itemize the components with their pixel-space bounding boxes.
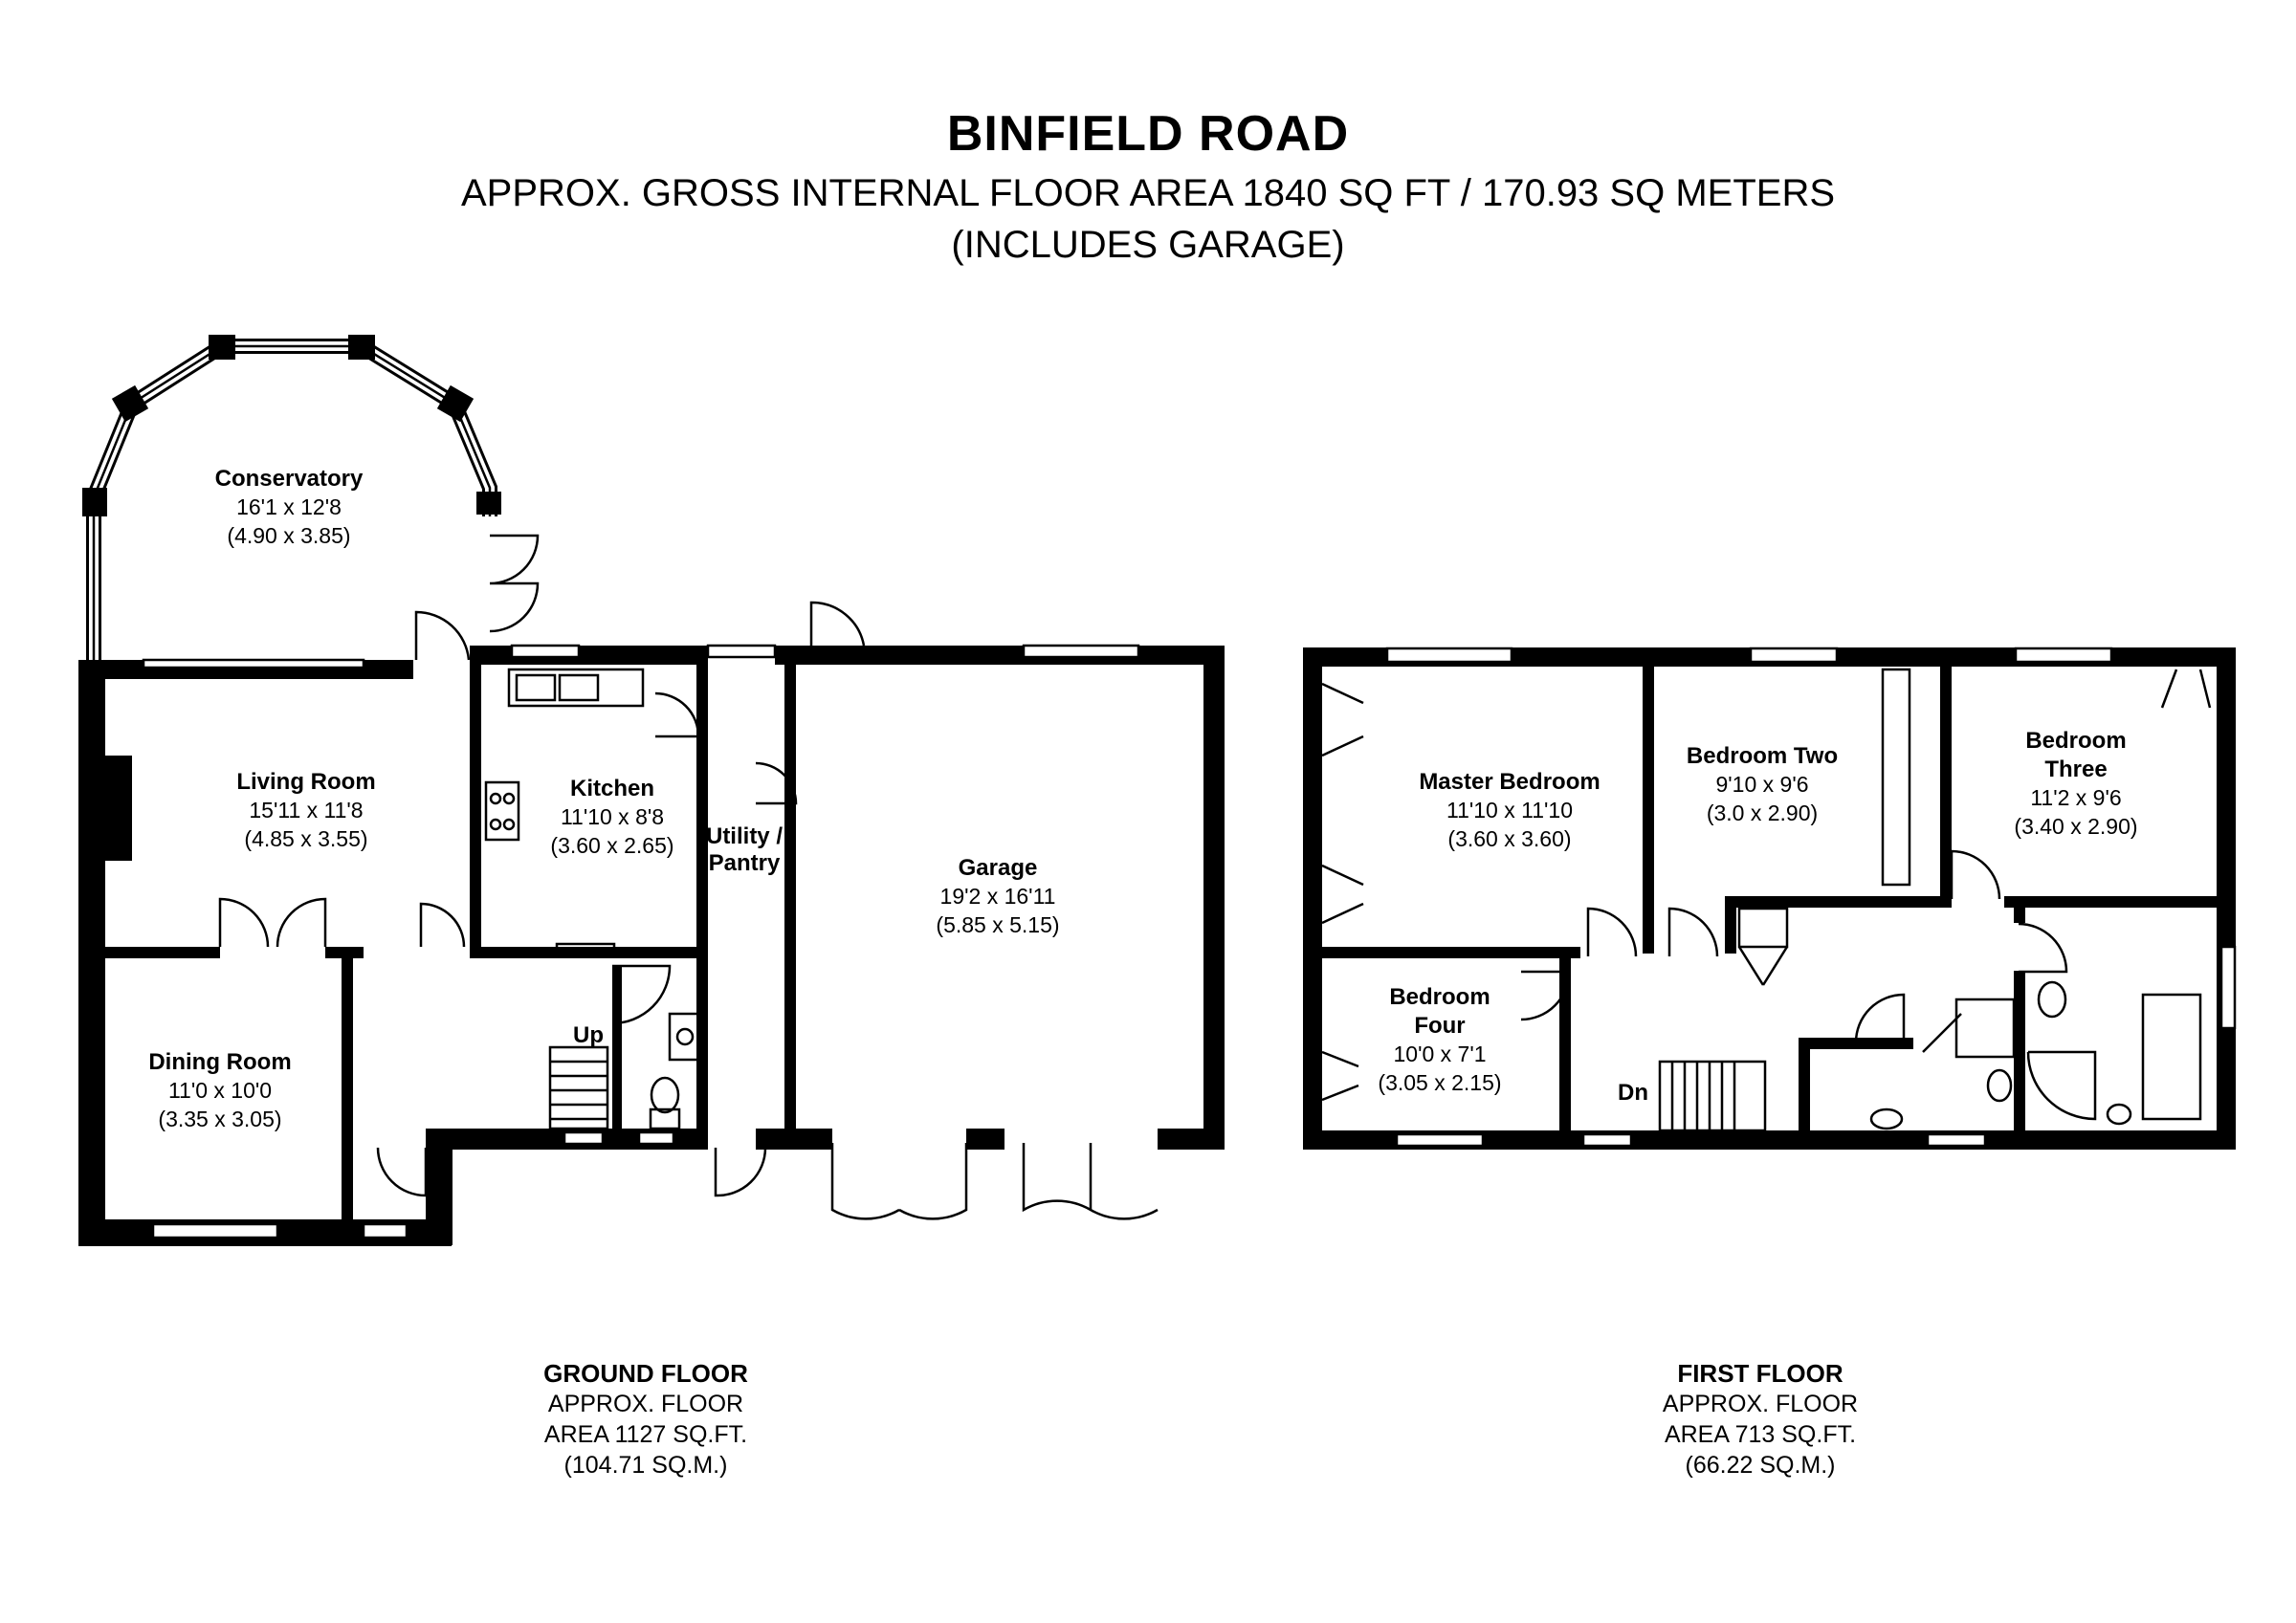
first-floor-windows: [1385, 647, 2237, 1148]
ground-floor-area-line1: APPROX. FLOOR: [547, 1391, 744, 1417]
bedroom-three-metric: (3.40 x 2.90): [2014, 814, 2137, 839]
kitchen-label: Kitchen: [570, 776, 654, 801]
ground-floor-area-line3: (104.71 SQ.M.): [563, 1452, 728, 1479]
plan-title: BINFIELD ROAD: [946, 106, 1350, 162]
stairs-up-label: Up: [573, 1022, 604, 1048]
master-bedroom-label: Master Bedroom: [1419, 769, 1600, 795]
first-floor-summary: FIRST FLOOR APPROX. FLOOR AREA 713 SQ.FT…: [1521, 1358, 1999, 1480]
bedroom-two-imperial: 9'10 x 9'6: [1715, 772, 1808, 797]
dining-room-metric: (3.35 x 3.05): [158, 1107, 281, 1131]
ground-floor-summary: GROUND FLOOR APPROX. FLOOR AREA 1127 SQ.…: [407, 1358, 885, 1480]
ground-floor-title: GROUND FLOOR: [543, 1359, 748, 1388]
living-room-label: Living Room: [236, 769, 375, 795]
ground-floor-area-line2: AREA 1127 SQ.FT.: [543, 1421, 748, 1448]
conservatory-bay: [82, 335, 501, 660]
bedroom-four-imperial: 10'0 x 7'1: [1393, 1042, 1486, 1066]
conservatory-label: Conservatory: [215, 466, 364, 492]
conservatory-imperial: 16'1 x 12'8: [236, 494, 342, 519]
living-room-imperial: 15'11 x 11'8: [249, 798, 363, 822]
utility-label-line2: Pantry: [709, 850, 781, 876]
master-bedroom-metric: (3.60 x 3.60): [1447, 826, 1571, 851]
dining-room-imperial: 11'0 x 10'0: [168, 1078, 272, 1103]
kitchen-metric: (3.60 x 2.65): [550, 833, 673, 858]
garage-label: Garage: [959, 855, 1038, 881]
first-floor-fittings: [1658, 668, 2202, 1132]
conservatory-metric: (4.90 x 3.85): [227, 523, 350, 548]
bedroom-two-metric: (3.0 x 2.90): [1707, 801, 1818, 825]
dining-room-label: Dining Room: [148, 1049, 291, 1075]
bedroom-four-label-line1: Bedroom: [1389, 984, 1490, 1010]
first-floor-area-line3: (66.22 SQ.M.): [1685, 1452, 1836, 1479]
ground-wc: [649, 1012, 702, 1130]
kitchen-imperial: 11'10 x 8'8: [561, 804, 664, 829]
master-bedroom-imperial: 11'10 x 11'10: [1446, 798, 1573, 822]
bedroom-three-label-line1: Bedroom: [2025, 728, 2126, 754]
stairs-down-label: Dn: [1618, 1080, 1648, 1106]
utility-label-line1: Utility /: [706, 823, 783, 849]
garage-imperial: 19'2 x 16'11: [940, 884, 1056, 909]
kitchen-fittings: [484, 668, 645, 952]
ground-floor-walls: [78, 646, 1225, 1246]
bedroom-three-imperial: 11'2 x 9'6: [2030, 785, 2121, 810]
garage-metric: (5.85 x 5.15): [936, 912, 1059, 937]
living-room-metric: (4.85 x 3.55): [244, 826, 367, 851]
first-floor-area-line1: APPROX. FLOOR: [1662, 1391, 1859, 1417]
plan-note: (INCLUDES GARAGE): [951, 224, 1345, 266]
bedroom-four-label-line2: Four: [1414, 1013, 1465, 1039]
ground-floor-doors: [218, 534, 1159, 1220]
ground-floor-windows: [142, 644, 1140, 1239]
bedroom-three-label-line2: Three: [2044, 757, 2107, 782]
ground-stairs: [548, 1045, 609, 1130]
first-floor-plan: Master Bedroom 11'10 x 11'10 (3.60 x 3.6…: [1303, 647, 2237, 1150]
first-floor-area-line2: AREA 713 SQ.FT.: [1664, 1421, 1857, 1448]
first-floor-title: FIRST FLOOR: [1677, 1359, 1843, 1388]
bedroom-four-metric: (3.05 x 2.15): [1378, 1070, 1501, 1095]
ground-floor-plan: Conservatory 16'1 x 12'8 (4.90 x 3.85) L…: [78, 335, 1225, 1246]
plan-subtitle: APPROX. GROSS INTERNAL FLOOR AREA 1840 S…: [460, 172, 1836, 214]
bedroom-two-label: Bedroom Two: [1687, 743, 1838, 769]
first-floor-doors: [1321, 669, 2212, 1102]
